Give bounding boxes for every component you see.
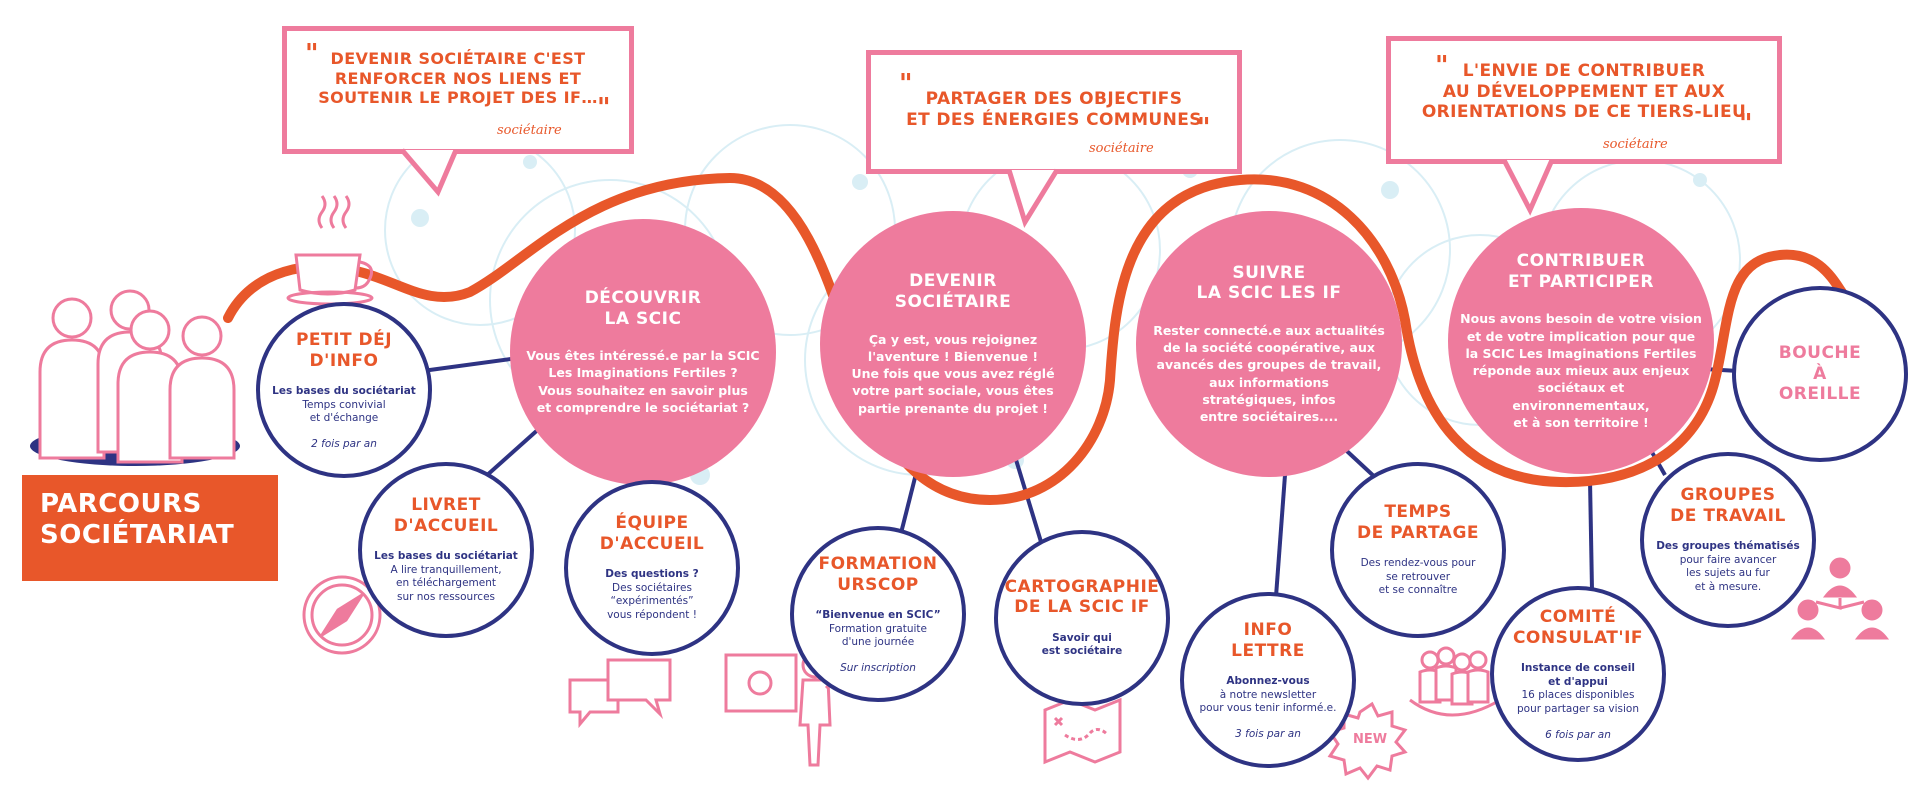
node-title: CARTOGRAPHIE DE LA SCIC IF xyxy=(1004,576,1160,618)
node-subtitle: Les bases du sociétariat xyxy=(272,384,416,397)
node-petit-dej: PETIT DÉJ D'INFO Les bases du sociétaria… xyxy=(256,302,432,478)
node-text: A lire tranquillement, en téléchargement… xyxy=(390,563,502,604)
quote-tail-3 xyxy=(1501,158,1555,216)
step-title: CONTRIBUER ET PARTICIPER xyxy=(1508,250,1654,292)
node-note: 2 fois par an xyxy=(311,437,377,450)
step-devenir: DEVENIR SOCIÉTAIRE Ça y est, vous rejoig… xyxy=(820,211,1086,477)
node-title: ÉQUIPE D'ACCUEIL xyxy=(599,513,705,554)
step-body: Vous êtes intéressé.e par la SCIC Les Im… xyxy=(526,348,760,415)
node-text: à notre newsletter pour vous tenir infor… xyxy=(1199,688,1337,715)
page-title: PARCOURS SOCIÉTARIAT xyxy=(22,475,278,581)
chat-bubbles-icon xyxy=(568,658,672,729)
node-subtitle: Abonnez-vous xyxy=(1226,674,1310,687)
quote-author: sociétaire xyxy=(1089,141,1154,156)
node-title: INFO LETTRE xyxy=(1231,620,1305,661)
node-title: BOUCHE À OREILLE xyxy=(1778,343,1862,405)
node-subtitle: “Bienvenue en SCIC” xyxy=(815,608,941,621)
node-note: Sur inscription xyxy=(840,661,916,674)
node-text: Temps convivial et d'échange xyxy=(302,398,386,425)
step-title: DÉCOUVRIR LA SCIC xyxy=(584,287,702,329)
quote-text: DEVENIR SOCIÉTAIRE C'EST RENFORCER NOS L… xyxy=(318,49,598,108)
compass-icon xyxy=(302,575,382,655)
node-note: 6 fois par an xyxy=(1545,728,1611,741)
quote-author: sociétaire xyxy=(497,123,562,138)
step-body: Rester connecté.e aux actualités de la s… xyxy=(1153,322,1385,425)
quote-text: L'ENVIE DE CONTRIBUER AU DÉVELOPPEMENT E… xyxy=(1421,61,1747,123)
node-livret: LIVRET D'ACCUEIL Les bases du sociétaria… xyxy=(358,462,534,638)
step-title: DEVENIR SOCIÉTAIRE xyxy=(894,271,1012,312)
quote-tail-2 xyxy=(1006,168,1060,228)
new-badge-label: NEW xyxy=(1352,732,1388,747)
node-text: 16 places disponibles pour partager sa v… xyxy=(1517,689,1639,716)
step-contribuer: CONTRIBUER ET PARTICIPER Nous avons beso… xyxy=(1448,208,1714,474)
crowd-icon xyxy=(1409,646,1501,717)
quote-close-mark: " xyxy=(1739,109,1753,139)
quote-text: PARTAGER DES OBJECTIFS ET DES ÉNERGIES C… xyxy=(906,89,1202,130)
node-title: PETIT DÉJ D'INFO xyxy=(295,330,393,371)
node-text: Formation gratuite d'une journée xyxy=(828,622,928,649)
step-suivre: SUIVRE LA SCIC LES IF Rester connecté.e … xyxy=(1136,211,1402,477)
quote-open-mark: " xyxy=(899,69,913,99)
network-people-icon xyxy=(1790,557,1890,640)
journey-path xyxy=(223,172,1855,506)
quote-bubble-2: " PARTAGER DES OBJECTIFS ET DES ÉNERGIES… xyxy=(866,50,1242,174)
node-bouche-oreille: BOUCHE À OREILLE xyxy=(1732,286,1908,462)
quote-bubble-1: " DEVENIR SOCIÉTAIRE C'EST RENFORCER NOS… xyxy=(282,26,634,154)
node-comite: COMITÉ CONSULAT'IF Instance de conseil e… xyxy=(1490,586,1666,762)
quote-close-mark: " xyxy=(1197,113,1211,143)
node-title: TEMPS DE PARTAGE xyxy=(1356,502,1480,543)
node-subtitle: Des groupes thématisés xyxy=(1656,540,1800,553)
coffee-cup-icon xyxy=(286,195,374,306)
quote-tail-1 xyxy=(400,148,459,197)
node-temps-partage: TEMPS DE PARTAGE Des rendez-vous pour se… xyxy=(1330,462,1506,638)
people-group-icon xyxy=(30,289,240,466)
quote-open-mark: " xyxy=(1435,51,1449,81)
quote-open-mark: " xyxy=(305,39,319,69)
step-title: SUIVRE LA SCIC LES IF xyxy=(1196,262,1342,304)
node-title: FORMATION URSCOP xyxy=(818,554,938,595)
quote-author: sociétaire xyxy=(1603,137,1668,152)
step-decouvrir: DÉCOUVRIR LA SCIC Vous êtes intéressé.e … xyxy=(510,219,776,485)
node-cartographie: CARTOGRAPHIE DE LA SCIC IF Savoir qui es… xyxy=(994,530,1170,706)
node-text: Des sociétaires “expérimentés” vous répo… xyxy=(607,581,697,622)
node-title: LIVRET D'ACCUEIL xyxy=(393,495,499,536)
node-subtitle: Instance de conseil et d'appui xyxy=(1521,662,1635,688)
map-icon xyxy=(1043,697,1122,765)
node-note: 3 fois par an xyxy=(1235,727,1301,740)
node-subtitle: Les bases du sociétariat xyxy=(374,550,518,563)
node-info-lettre: INFO LETTRE Abonnez-vous à notre newslet… xyxy=(1180,592,1356,768)
node-text: Des rendez-vous pour se retrouver et se … xyxy=(1360,556,1476,597)
quote-close-mark: " xyxy=(597,93,611,123)
node-title: COMITÉ CONSULAT'IF xyxy=(1512,607,1644,648)
node-text: pour faire avancer les sujets au fur et … xyxy=(1679,553,1777,594)
step-body: Nous avons besoin de votre vision et de … xyxy=(1460,311,1702,430)
quote-bubble-3: " L'ENVIE DE CONTRIBUER AU DÉVELOPPEMENT… xyxy=(1386,36,1782,164)
step-body: Ça y est, vous rejoignez l'aventure ! Bi… xyxy=(851,331,1055,416)
node-formation: FORMATION URSCOP “Bienvenue en SCIC” For… xyxy=(790,526,966,702)
node-subtitle: Des questions ? xyxy=(605,568,699,581)
node-groupes: GROUPES DE TRAVAIL Des groupes thématisé… xyxy=(1640,452,1816,628)
node-subtitle: Savoir qui est sociétaire xyxy=(1041,631,1123,658)
node-title: GROUPES DE TRAVAIL xyxy=(1670,485,1786,526)
node-equipe: ÉQUIPE D'ACCUEIL Des questions ? Des soc… xyxy=(564,480,740,656)
